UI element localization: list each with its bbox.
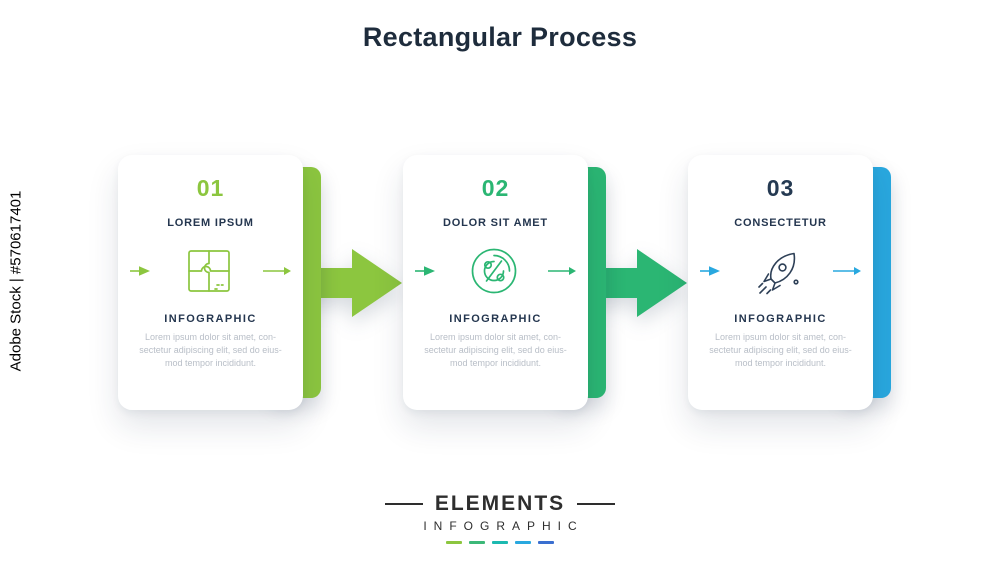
triangle-arrow-right-icon (415, 266, 435, 276)
color-dash (469, 541, 485, 544)
step-subtitle: INFOGRAPHIC (164, 313, 257, 325)
step-body-text: Lorem ipsum dolor sit amet, con- sectetu… (139, 332, 282, 369)
step-3-card: 03 CONSECTETUR (688, 155, 873, 410)
brand-subtitle: INFOGRAPHIC (423, 519, 584, 533)
brand-name: ELEMENTS (434, 492, 566, 515)
process-step-3: 03 CONSECTETUR (688, 155, 891, 410)
left-rule (384, 503, 423, 505)
stock-watermark: Adobe Stock | #570617401 (7, 190, 25, 372)
big-right-arrow-icon (292, 249, 402, 317)
page-title: Rectangular Process (362, 22, 638, 52)
percent-icon (471, 248, 516, 294)
step-subtitle: INFOGRAPHIC (449, 313, 542, 325)
brand-color-dashes (446, 541, 554, 544)
step-icon-row (688, 239, 873, 303)
step-number: 03 (766, 175, 795, 201)
process-arrow-1 (292, 244, 402, 327)
brand-lockup: ELEMENTS (384, 492, 616, 516)
step-title: CONSECTETUR (734, 217, 827, 229)
step-title: DOLOR SIT AMET (443, 217, 548, 229)
process-arrow-2 (577, 244, 687, 327)
process-step-1: 01 LOREM IPSUM INFOGRAPHIC (118, 155, 321, 410)
step-1-card: 01 LOREM IPSUM INFOGRAPHIC (118, 155, 303, 410)
color-dash (446, 541, 462, 544)
process-step-2: 02 DOLOR SIT AMET (403, 155, 606, 410)
puzzle-icon (187, 250, 230, 292)
rocket-icon (757, 252, 799, 295)
step-body-text: Lorem ipsum dolor sit amet, con- sectetu… (709, 332, 852, 369)
color-dash (492, 541, 508, 544)
arrow-right-icon (548, 267, 576, 275)
step-icon-row (118, 239, 303, 303)
color-dash (538, 541, 554, 544)
arrow-right-icon (263, 267, 291, 275)
step-subtitle: INFOGRAPHIC (734, 313, 827, 325)
brand-footer: ELEMENTS INFOGRAPHIC (0, 492, 1000, 544)
step-icon-row (403, 239, 588, 303)
right-rule (577, 503, 616, 505)
big-right-arrow-icon (577, 249, 687, 317)
step-number: 02 (481, 175, 510, 201)
step-number: 01 (196, 175, 225, 201)
color-dash (515, 541, 531, 544)
triangle-arrow-right-icon (700, 266, 720, 276)
step-title: LOREM IPSUM (167, 217, 254, 229)
step-body-text: Lorem ipsum dolor sit amet, con- sectetu… (424, 332, 567, 369)
triangle-arrow-right-icon (130, 266, 150, 276)
arrow-right-icon (833, 267, 861, 275)
step-2-card: 02 DOLOR SIT AMET (403, 155, 588, 410)
